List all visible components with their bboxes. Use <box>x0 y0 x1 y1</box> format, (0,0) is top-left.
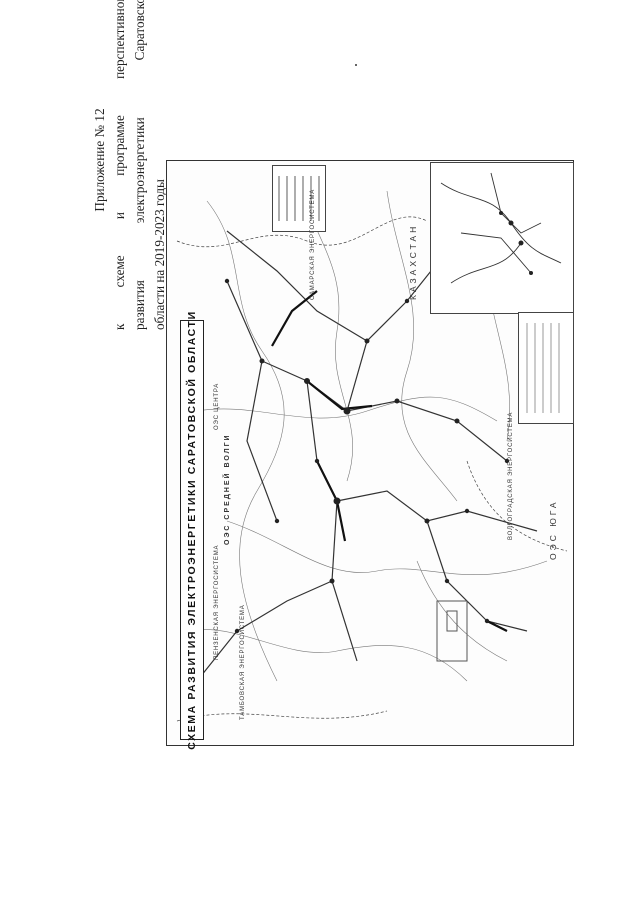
label-oes-srednei-volgi: ОЭС СРЕДНЕЙ ВОЛГИ <box>224 433 231 545</box>
label-kazakhstan: КАЗАХСТАН <box>408 223 418 300</box>
label-volgograd-energy: ВОЛГОГРАДСКАЯ ЭНЕРГОСИСТЕМА <box>508 411 514 540</box>
inset-drawing <box>440 172 562 284</box>
label-oes-centre: ОЭС ЦЕНТРА <box>214 382 220 430</box>
label-samara-energy: САМАРСКАЯ ЭНЕРГОСИСТЕМА <box>310 188 316 300</box>
caption-line-2: к схеме и программе перспективного <box>112 0 127 330</box>
map-legend <box>272 165 326 232</box>
inset-map-saratov <box>430 162 574 314</box>
caption-line-3: развития электроэнергетики Саратовской <box>132 0 147 330</box>
inset-table <box>518 312 574 424</box>
scan-speck <box>355 64 357 66</box>
label-tambov-energy: ТАМБОВСКАЯ ЭНЕРГОСИСТЕМА <box>240 604 246 720</box>
map-title: СХЕМА РАЗВИТИЯ ЭЛЕКТРОЭНЕРГЕТИКИ САРАТОВ… <box>186 310 198 750</box>
appendix-caption: Приложение № 12 к схеме и программе перс… <box>90 0 170 330</box>
appendix-number: Приложение № 12 <box>92 108 107 212</box>
map-title-box: СХЕМА РАЗВИТИЯ ЭЛЕКТРОЭНЕРГЕТИКИ САРАТОВ… <box>180 310 204 750</box>
legend-lines <box>278 176 320 221</box>
inset-table-lines <box>526 323 560 413</box>
map-drawing <box>176 180 568 722</box>
label-oes-yuga: ОЭС ЮГА <box>548 499 558 560</box>
label-penza-energy: ПЕНЗЕНСКАЯ ЭНЕРГОСИСТЕМА <box>214 544 220 660</box>
